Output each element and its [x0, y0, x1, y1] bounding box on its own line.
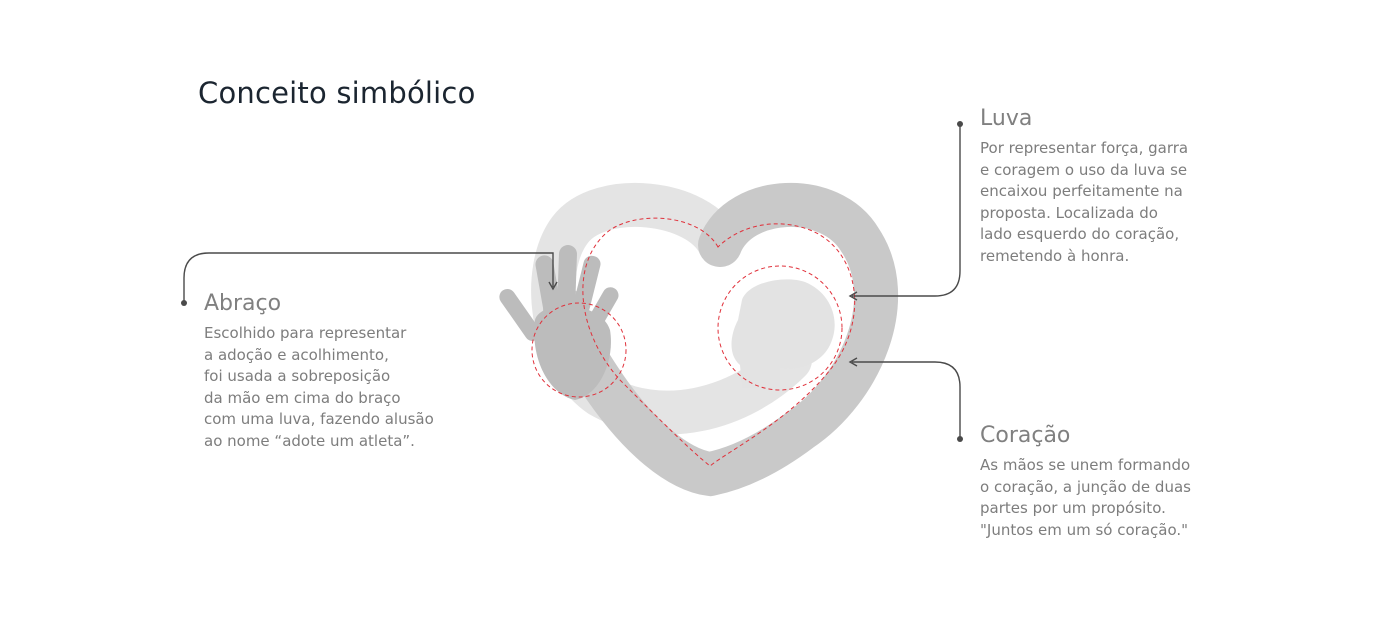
abraco-section: Abraço Escolhido para representar a adoç… — [204, 291, 494, 452]
luva-description: Por representar força, garra e coragem o… — [980, 138, 1250, 267]
luva-heading: Luva — [980, 106, 1250, 132]
coracao-callout-dot — [957, 436, 963, 442]
abraco-callout-dot — [181, 300, 187, 306]
coracao-section: Coração As mãos se unem formando o coraç… — [980, 423, 1270, 541]
luva-section: Luva Por representar força, garra e cora… — [980, 106, 1250, 267]
coracao-description: As mãos se unem formando o coração, a ju… — [980, 455, 1270, 541]
luva-callout-dot — [957, 121, 963, 127]
coracao-heading: Coração — [980, 423, 1270, 449]
abraco-description: Escolhido para representar a adoção e ac… — [204, 323, 494, 452]
abraco-heading: Abraço — [204, 291, 494, 317]
heart-hands-illustration — [496, 205, 876, 474]
